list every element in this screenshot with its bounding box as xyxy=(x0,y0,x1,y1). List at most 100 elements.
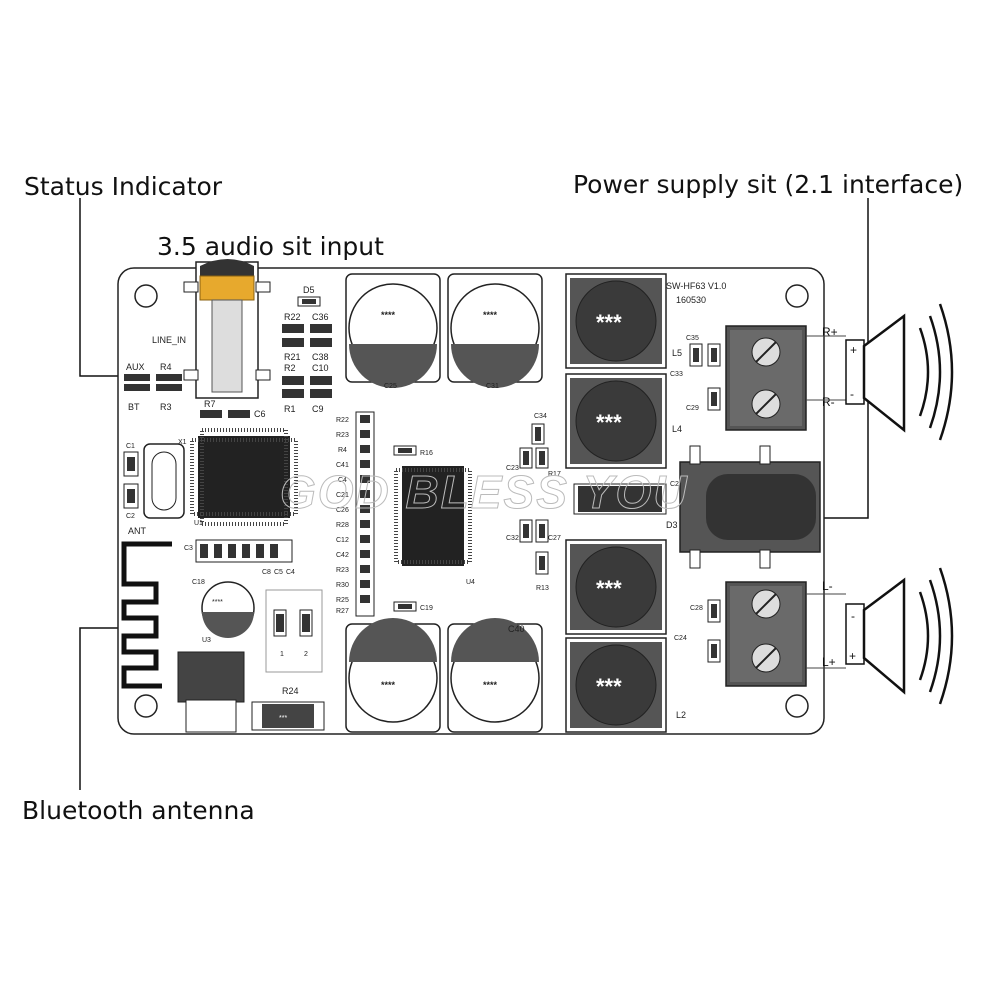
svg-text:****: **** xyxy=(212,599,223,606)
svg-text:****: **** xyxy=(381,680,396,690)
bluetooth-antenna-label: Bluetooth antenna xyxy=(22,796,255,825)
svg-text:R16: R16 xyxy=(420,450,433,457)
mount-hole-tl xyxy=(134,284,158,308)
svg-text:R24: R24 xyxy=(282,686,299,696)
svg-text:C40: C40 xyxy=(508,624,525,634)
svg-text:C19: C19 xyxy=(420,605,433,612)
svg-text:L4: L4 xyxy=(672,424,682,434)
svg-text:R28: R28 xyxy=(336,522,349,529)
audio-input-label: 3.5 audio sit input xyxy=(157,232,384,261)
svg-text:C24: C24 xyxy=(670,481,683,488)
mount-hole-bl xyxy=(134,694,158,718)
aux-label: AUX xyxy=(126,362,145,372)
svg-text:2: 2 xyxy=(304,651,308,658)
svg-text:C38: C38 xyxy=(312,352,329,362)
svg-text:L5: L5 xyxy=(672,348,682,358)
svg-text:C23: C23 xyxy=(506,465,519,472)
cap-c40: **** C40 xyxy=(447,618,543,733)
svg-text:C5: C5 xyxy=(274,569,283,576)
inductor-l4: *** L4 xyxy=(565,373,682,469)
svg-text:C32: C32 xyxy=(506,535,519,542)
svg-text:C18: C18 xyxy=(192,579,205,586)
svg-text:L+: L+ xyxy=(822,655,836,669)
svg-text:C35: C35 xyxy=(686,335,699,342)
cap-bottom-left: **** xyxy=(345,618,441,733)
cap-c25: **** C25 xyxy=(345,273,441,390)
svg-text:U4: U4 xyxy=(466,579,475,586)
top-passives: D5 R22 C36 R21 C38 R2 C10 R1 C9 R7 C6 xyxy=(200,285,332,419)
r3-label: R3 xyxy=(160,402,172,412)
resistor-r24: R24 *** xyxy=(251,686,325,731)
svg-text:***: *** xyxy=(596,576,622,601)
svg-text:C42: C42 xyxy=(336,552,349,559)
svg-text:R17: R17 xyxy=(548,471,561,478)
r4-label: R4 xyxy=(160,362,172,372)
svg-text:C24: C24 xyxy=(674,635,687,642)
status-leader xyxy=(79,198,122,377)
svg-text:C28: C28 xyxy=(690,605,703,612)
svg-text:C10: C10 xyxy=(312,363,329,373)
svg-text:R1: R1 xyxy=(284,404,296,414)
inductor-l3: *** xyxy=(565,539,667,635)
svg-text:R23: R23 xyxy=(336,432,349,439)
svg-text:***: *** xyxy=(279,715,287,722)
svg-text:C41: C41 xyxy=(336,462,349,469)
bt-label: BT xyxy=(128,402,140,412)
svg-text:C8: C8 xyxy=(262,569,271,576)
svg-text:C1: C1 xyxy=(126,443,135,450)
line-in-label: LINE_IN xyxy=(152,335,186,345)
svg-text:C33: C33 xyxy=(670,371,683,378)
svg-text:R7: R7 xyxy=(204,399,216,409)
svg-text:R-: R- xyxy=(822,395,835,409)
r21-r22-pads: 1 2 xyxy=(265,589,323,673)
mount-hole-tr xyxy=(785,284,809,308)
svg-text:L-: L- xyxy=(822,579,833,593)
svg-text:C27: C27 xyxy=(548,535,561,542)
board-model: SW-HF63 V1.0 xyxy=(666,281,726,291)
svg-text:C36: C36 xyxy=(312,312,329,322)
svg-text:R23: R23 xyxy=(336,567,349,574)
svg-text:R+: R+ xyxy=(822,325,838,339)
audio-jack: LINE_IN xyxy=(152,259,271,399)
ant-label: ANT xyxy=(128,526,147,536)
svg-text:R27: R27 xyxy=(336,608,349,615)
svg-text:-: - xyxy=(850,387,854,401)
cap-row: C8 C5 C4 C3 xyxy=(184,539,295,576)
svg-text:C4: C4 xyxy=(338,477,347,484)
svg-text:R4: R4 xyxy=(338,447,347,454)
power-supply-label: Power supply sit (2.1 interface) xyxy=(573,170,964,199)
svg-text:***: *** xyxy=(596,410,622,435)
cap-c18: C18 **** xyxy=(192,579,255,638)
u1-chip: U1 xyxy=(190,428,298,527)
svg-text:U1: U1 xyxy=(194,520,203,527)
svg-text:C4: C4 xyxy=(286,569,295,576)
svg-text:C25: C25 xyxy=(384,383,397,390)
leader-lines xyxy=(79,198,869,790)
crystal-x1: X1 C1 C2 xyxy=(123,439,187,520)
svg-text:R22: R22 xyxy=(284,312,301,322)
mount-hole-br xyxy=(785,694,809,718)
svg-text:R2: R2 xyxy=(284,363,296,373)
board-date: 160530 xyxy=(676,295,706,305)
svg-text:C6: C6 xyxy=(254,409,266,419)
mid-passives: C34 C23 R17 C32 C27 R13 xyxy=(506,413,561,592)
terminal-right-channel: R+ R- xyxy=(725,325,838,431)
svg-text:***: *** xyxy=(596,674,622,699)
svg-text:***: *** xyxy=(596,310,622,335)
svg-text:R30: R30 xyxy=(336,582,349,589)
svg-text:D3: D3 xyxy=(666,520,678,530)
resistor-column: R22 R23 R4 C41 C4 C21 C26 R28 C12 C42 R2… xyxy=(336,411,375,617)
svg-text:R22: R22 xyxy=(336,417,349,424)
svg-text:****: **** xyxy=(381,310,396,320)
status-leds: AUX R4 BT R3 xyxy=(124,362,182,412)
svg-text:+: + xyxy=(849,649,856,663)
svg-text:****: **** xyxy=(483,310,498,320)
svg-text:X1: X1 xyxy=(178,439,187,446)
svg-text:C12: C12 xyxy=(336,537,349,544)
svg-text:R13: R13 xyxy=(536,585,549,592)
power-jack xyxy=(679,445,821,569)
svg-text:C31: C31 xyxy=(486,383,499,390)
right-passives: C35 C33 C29 C24 C28 C24 xyxy=(670,335,721,663)
antenna-leader xyxy=(79,627,122,790)
